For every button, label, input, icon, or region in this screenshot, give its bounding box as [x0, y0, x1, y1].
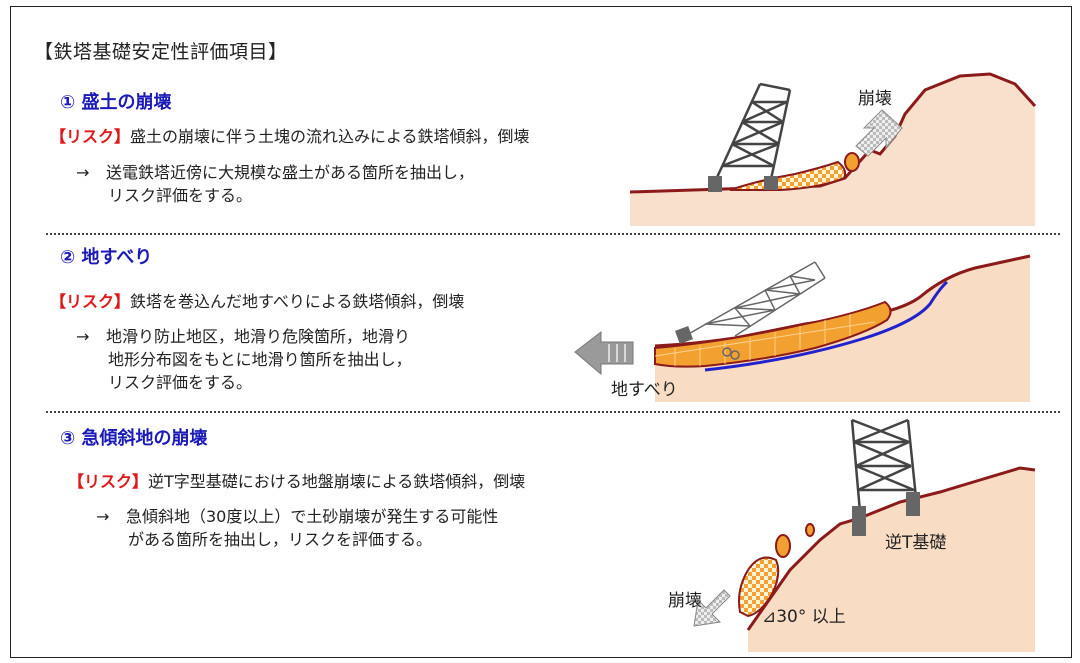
section-3-action: → 急傾斜地（30度以上）で土砂崩壊が発生する可能性 がある箇所を抽出し，リスクを… — [96, 505, 498, 551]
section-1-risk: 【リスク】盛土の崩壊に伴う土塊の流れ込みによる鉄塔傾斜，倒壊 — [50, 123, 530, 147]
landslide-label: 地すべり — [611, 380, 678, 400]
collapse-label: 崩壊 — [858, 89, 892, 109]
risk-tag: 【リスク】 — [68, 472, 149, 491]
risk-tag: 【リスク】 — [50, 127, 131, 146]
steep-slope-collapse-figure — [693, 418, 1036, 652]
section-3-heading: ③ 急傾斜地の崩壊 — [60, 428, 208, 449]
section-3-risk: 【リスク】逆T字型基礎における地盤崩壊による鉄塔傾斜，倒壊 — [68, 468, 525, 492]
section-2-risk: 【リスク】鉄塔を巻込んだ地すべりによる鉄塔傾斜，倒壊 — [50, 288, 464, 312]
risk-text: 逆T字型基礎における地盤崩壊による鉄塔傾斜，倒壊 — [148, 472, 526, 491]
collapse-arrow-icon — [855, 109, 903, 157]
tower-icon — [684, 261, 826, 337]
embankment-collapse-figure — [629, 72, 1037, 226]
slope-angle-label: ⊿30° 以上 — [762, 607, 846, 627]
section-2-action: → 地滑り防止地区，地滑り危険箇所，地滑り 地形分布図をもとに地滑り箇所を抽出し，… — [76, 325, 412, 394]
risk-text: 盛土の崩壊に伴う土塊の流れ込みによる鉄塔傾斜，倒壊 — [130, 127, 530, 146]
page-title: 【鉄塔基礎安定性評価項目】 — [34, 41, 288, 63]
section-2-heading: ② 地すべり — [60, 247, 153, 268]
section-1-action: → 送電鉄塔近傍に大規模な盛土がある箇所を抽出し， リスク評価をする。 — [76, 161, 474, 207]
section-divider — [46, 233, 1060, 235]
risk-text: 鉄塔を巻込んだ地すべりによる鉄塔傾斜，倒壊 — [130, 292, 465, 311]
action-line: 地滑り防止地区，地滑り危険箇所，地滑り — [106, 327, 411, 346]
inverted-t-foundation-label: 逆T基礎 — [885, 533, 947, 553]
landslide-figure — [574, 254, 1031, 402]
section-divider — [46, 411, 1060, 413]
tower-icon — [712, 82, 792, 185]
risk-tag: 【リスク】 — [50, 292, 131, 311]
action-line: 送電鉄塔近傍に大規模な盛土がある箇所を抽出し， — [106, 163, 475, 182]
action-line: 急傾斜地（30度以上）で土砂崩壊が発生する可能性 — [126, 507, 499, 526]
collapse-arrow-icon — [693, 589, 731, 627]
action-line: リスク評価をする。 — [108, 186, 253, 205]
section-1-heading: ① 盛土の崩壊 — [60, 92, 172, 113]
action-line: リスク評価をする。 — [108, 373, 253, 392]
action-line: 地形分布図をもとに地滑り箇所を抽出し， — [108, 350, 412, 369]
collapse-label: 崩壊 — [668, 591, 702, 611]
arrow-glyph: → — [76, 163, 90, 182]
slide-direction-arrow-icon — [574, 330, 634, 376]
arrow-glyph: → — [76, 327, 90, 346]
arrow-glyph: → — [96, 507, 110, 526]
tower-icon — [850, 418, 918, 513]
action-line: がある箇所を抽出し，リスクを評価する。 — [128, 530, 433, 549]
